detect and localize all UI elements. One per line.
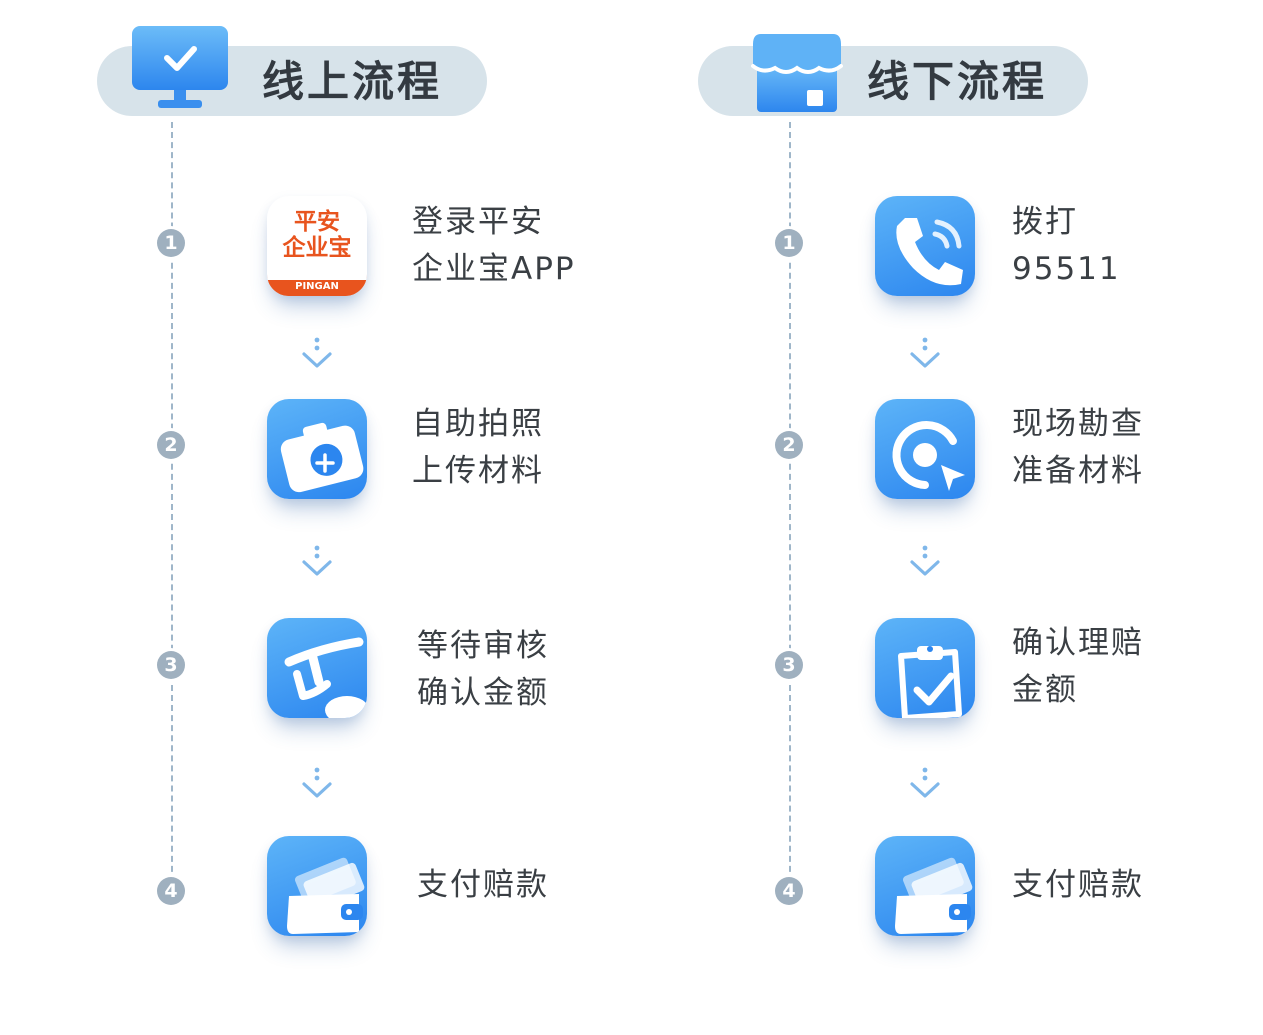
- monitor-check-icon: [130, 24, 230, 116]
- offline-step-4-label: 支付赔款: [1012, 867, 1144, 903]
- online-step-2-label: 自助拍照上传材料: [412, 406, 544, 489]
- online-step-3-number: 3: [157, 651, 185, 679]
- offline-connector-3-icon: [910, 767, 940, 798]
- store-icon: [751, 30, 843, 118]
- pingan-app-icon: 平安 企业宝 PINGAN: [267, 196, 367, 296]
- app-logo-brand: PINGAN: [295, 281, 339, 292]
- offline-title: 线下流程: [867, 57, 1048, 106]
- review-stamp-icon: [267, 618, 367, 718]
- online-title: 线上流程: [262, 57, 443, 106]
- offline-step-4-number: 4: [775, 877, 803, 905]
- online-timeline: [171, 122, 173, 892]
- offline-connector-2-icon: [910, 545, 940, 576]
- offline-step-2-number: 2: [775, 431, 803, 459]
- online-connector-3-icon: [302, 767, 332, 798]
- online-step-2-number: 2: [157, 431, 185, 459]
- location-search-icon: [875, 399, 975, 499]
- phone-call-icon: [875, 196, 975, 296]
- offline-step-2-label: 现场勘查准备材料: [1012, 406, 1144, 489]
- online-step-1-label: 登录平安企业宝APP: [412, 204, 576, 287]
- online-step-3-label: 等待审核确认金额: [417, 628, 549, 711]
- online-step-1-number: 1: [157, 229, 185, 257]
- online-connector-2-icon: [302, 545, 332, 576]
- offline-step-3-label: 确认理赔金额: [1012, 625, 1144, 708]
- online-step-4-label: 支付赔款: [417, 867, 549, 903]
- offline-step-1-number: 1: [775, 229, 803, 257]
- app-logo-text-line1: 平安: [294, 209, 340, 235]
- wallet-icon: [875, 836, 975, 936]
- offline-timeline: [789, 122, 791, 892]
- online-step-4-number: 4: [157, 877, 185, 905]
- camera-add-icon: [267, 399, 367, 499]
- online-connector-1-icon: [302, 337, 332, 368]
- clipboard-check-icon: [875, 618, 975, 718]
- offline-connector-1-icon: [910, 337, 940, 368]
- offline-step-3-number: 3: [775, 651, 803, 679]
- app-logo-text-line2: 企业宝: [282, 235, 352, 261]
- wallet-icon: [267, 836, 367, 936]
